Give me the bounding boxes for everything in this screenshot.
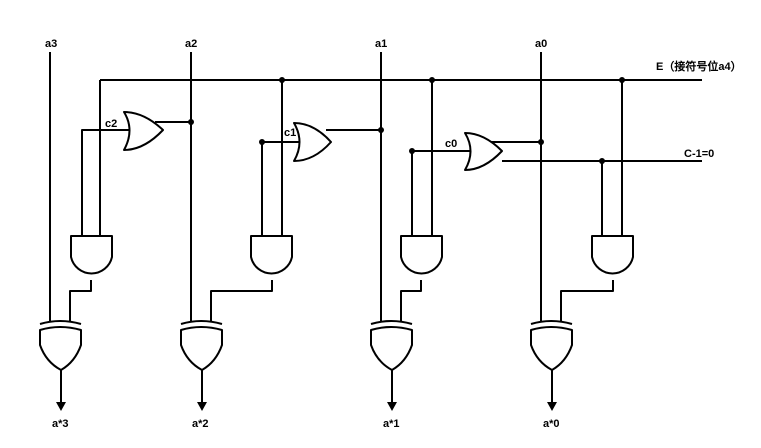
output-label-a0: a*0 xyxy=(543,418,560,430)
junction-dot xyxy=(259,139,265,145)
and-gate-stage2 xyxy=(250,235,293,275)
input-label-a2: a2 xyxy=(185,38,197,50)
output-label-a2: a*2 xyxy=(192,418,209,430)
carry-label-c1: c1 xyxy=(284,127,296,139)
junction-dot xyxy=(599,158,605,164)
output-arrow-a2 xyxy=(197,370,207,411)
input-label-a3: a3 xyxy=(45,38,57,50)
and-to-xor-stage1 xyxy=(400,280,422,322)
junction-dot xyxy=(279,77,285,83)
xor-gate-stage1 xyxy=(370,320,413,371)
output-arrow-a0 xyxy=(547,370,557,411)
carry-wire-c0 xyxy=(411,150,475,236)
input-label-a1: a1 xyxy=(375,38,387,50)
junction-dot xyxy=(538,139,544,145)
and-gate-stage0 xyxy=(591,235,634,275)
carry-wire-c2 xyxy=(81,129,134,236)
junction-dot xyxy=(619,77,625,83)
enable-signal-label: E（接符号位a4） xyxy=(656,59,742,73)
and-gate-stage1 xyxy=(400,235,443,275)
junction-dot xyxy=(409,148,415,154)
carry-in-label: C-1=0 xyxy=(684,148,714,160)
junction-dot xyxy=(378,127,384,133)
or-gate-c1 xyxy=(293,122,332,162)
xor-gate-stage2 xyxy=(180,320,223,371)
carry-label-c0: c0 xyxy=(445,138,457,150)
or-gate-c0 xyxy=(464,132,503,171)
or-gate-c2 xyxy=(123,111,164,151)
output-label-a3: a*3 xyxy=(52,418,69,430)
input-label-a0: a0 xyxy=(535,38,547,50)
and-to-xor-stage2 xyxy=(210,280,273,322)
output-label-a1: a*1 xyxy=(383,418,400,430)
junction-dot xyxy=(429,77,435,83)
xor-gate-stage0 xyxy=(530,320,573,371)
xor-gate-stage3 xyxy=(39,320,82,371)
output-arrow-a3 xyxy=(56,370,66,411)
carry-label-c2: c2 xyxy=(105,118,117,130)
and-to-xor-stage0 xyxy=(560,280,614,322)
output-arrow-a1 xyxy=(387,370,397,411)
and-gate-stage3 xyxy=(70,235,113,275)
and-to-xor-stage3 xyxy=(69,280,92,322)
junction-dot xyxy=(188,119,194,125)
